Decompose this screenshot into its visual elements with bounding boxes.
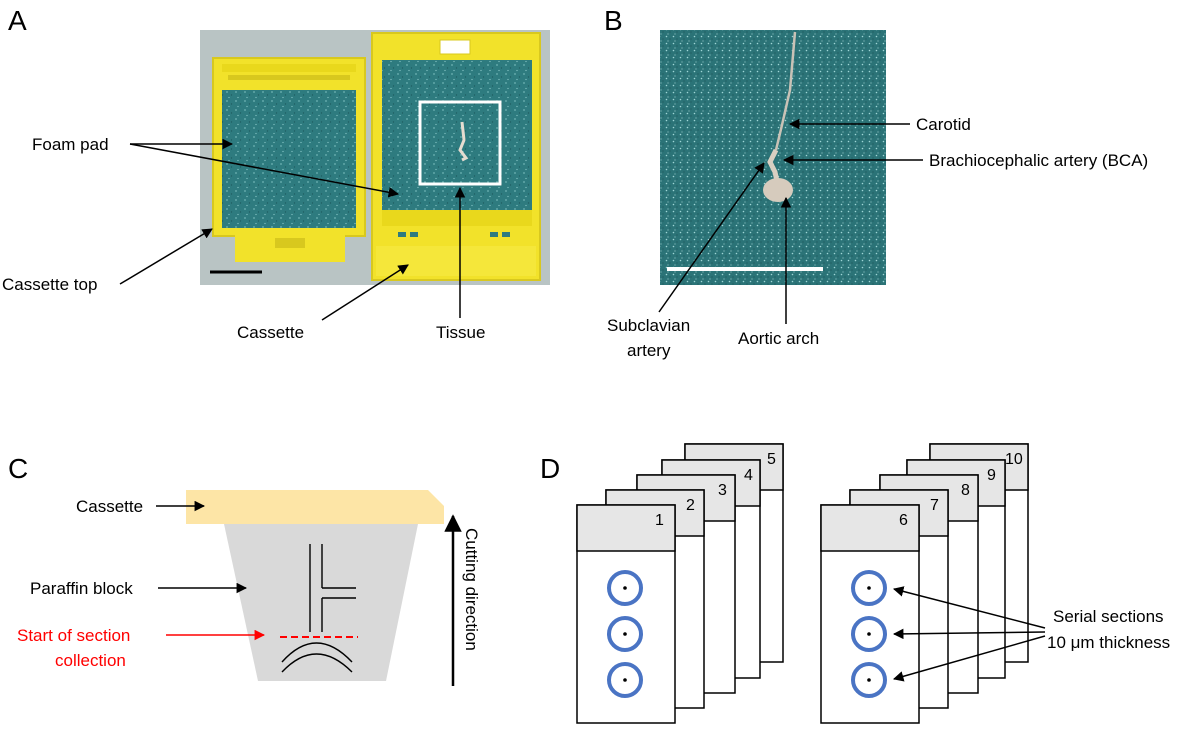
slide-10-number: 10	[1005, 451, 1023, 468]
slide-4-number: 4	[744, 467, 753, 484]
foam-pad-label: Foam pad	[32, 135, 109, 154]
slide-8-number: 8	[961, 482, 970, 499]
carotid-label: Carotid	[916, 115, 971, 134]
tissue-highlight-box	[418, 100, 502, 186]
paraffin-block-label: Paraffin block	[30, 579, 133, 598]
panel-d-letter: D	[540, 453, 560, 484]
start-section-label-line2: collection	[55, 651, 126, 670]
cassette-top-label: Cassette top	[2, 275, 97, 294]
cassette-photo	[371, 32, 541, 281]
slide-6-number: 6	[899, 512, 908, 529]
bca-label: Brachiocephalic artery (BCA)	[929, 151, 1148, 170]
arch-tissue	[763, 178, 793, 202]
tissue-photo	[458, 121, 469, 162]
embedded-vessel	[281, 544, 356, 673]
panel-b-photo	[660, 30, 886, 285]
panel-b: B Carotid Brachiocephalic artery (BCA) S…	[604, 5, 1148, 360]
start-section-label-line1: Start of section	[17, 626, 130, 645]
cassette-arrow	[321, 264, 409, 321]
serial-sections-label-line2: 10 μm thickness	[1047, 633, 1170, 652]
cassette-top-arrow	[119, 228, 213, 285]
serial-sections-label-line1: Serial sections	[1053, 607, 1164, 626]
serial-arrow-middle	[892, 628, 1046, 640]
slide-6-sections	[851, 570, 887, 698]
section-ring	[607, 570, 643, 606]
subclavian-arrow	[658, 162, 765, 313]
slide-2-number: 2	[686, 497, 695, 514]
slide-1-sections	[607, 570, 643, 698]
panel-b-letter: B	[604, 5, 623, 36]
slide-5-number: 5	[767, 451, 776, 468]
panel-c-letter: C	[8, 453, 28, 484]
slide-3-number: 3	[718, 482, 727, 499]
subclavian-label-line2: artery	[627, 341, 671, 360]
serial-arrow-bottom	[892, 635, 1046, 682]
slide-6: 6	[820, 504, 920, 724]
cassette-c-label: Cassette	[76, 497, 143, 516]
cassette-shape	[186, 490, 444, 524]
cutting-direction-label: Cutting direction	[462, 528, 481, 651]
tissue-label: Tissue	[436, 323, 485, 342]
section-ring	[851, 570, 887, 606]
section-ring	[607, 616, 643, 652]
subclavian-label-line1: Subclavian	[607, 316, 690, 335]
slide-stack-2: 10 9 8 7 6	[820, 443, 1029, 724]
panel-d: D 5 4 3 2	[540, 443, 1170, 724]
serial-arrow-top	[892, 586, 1046, 629]
cassette-top-photo	[212, 57, 366, 262]
slide-stack-1: 5 4 3 2 1	[576, 443, 784, 724]
slide-9-number: 9	[987, 467, 996, 484]
foam-pad-arrow-right	[129, 143, 400, 198]
carotid-tissue	[774, 31, 797, 151]
panel-a: A	[2, 5, 550, 342]
panel-a-photo	[200, 30, 550, 285]
panel-c: C Cassette Paraffin block Start of secti…	[8, 453, 481, 686]
cassette-label: Cassette	[237, 323, 304, 342]
section-ring	[851, 662, 887, 698]
panel-a-letter: A	[8, 5, 27, 36]
section-ring	[607, 662, 643, 698]
slide-1: 1	[576, 504, 676, 724]
slide-7-number: 7	[930, 497, 939, 514]
section-ring	[851, 616, 887, 652]
aortic-arch-label: Aortic arch	[738, 329, 819, 348]
paraffin-block-shape	[224, 524, 418, 681]
slide-1-number: 1	[655, 512, 664, 529]
